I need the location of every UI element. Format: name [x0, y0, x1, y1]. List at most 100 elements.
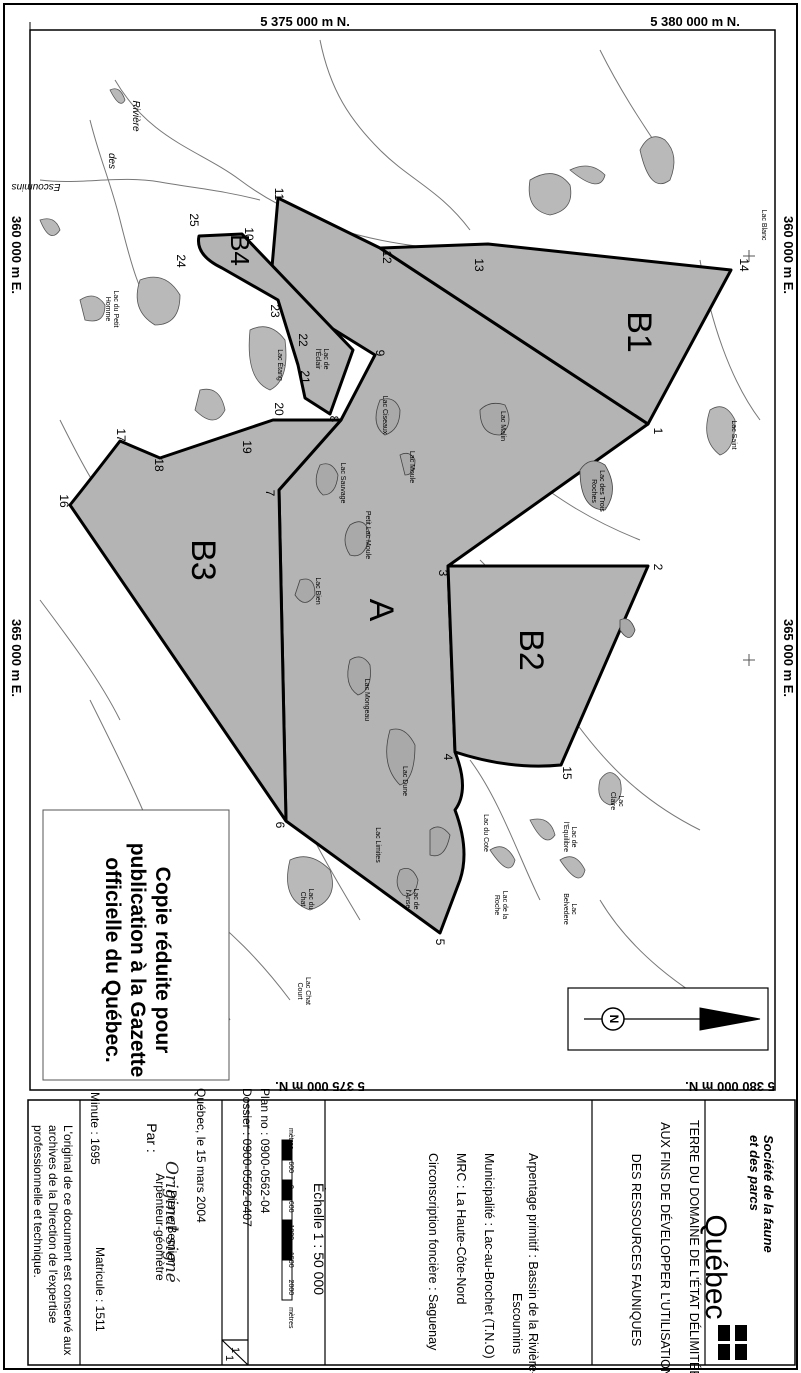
coord-north-bottom-2: 5 380 000 m N. [685, 1079, 775, 1094]
municipalite-text: Municipalité : Lac-au-Brochet (T.N.O) [482, 1153, 496, 1359]
circonscription-text: Circonscription foncière : Saguenay [426, 1153, 440, 1351]
scale-tick-4: 1500 [287, 1252, 294, 1268]
lake-label-eclair: Lac de l'Éclair [314, 348, 329, 370]
zone-b2-polygon [446, 564, 650, 768]
coord-north-bottom-1: 5 375 000 m N. [275, 1079, 365, 1094]
zone-b1-polygon [378, 242, 733, 426]
vertex-label-4: 4 [441, 753, 455, 761]
lake-label-limites: Lac Limites [374, 827, 381, 863]
lake-label-equilibre: Lac de l'Equilibre [562, 821, 577, 853]
lake-label-ciseaux: Lac Ciseaux [381, 395, 388, 435]
lake-label-roche: Lac de la Roche [493, 890, 508, 920]
vertex-label-23: 23 [268, 304, 282, 318]
vertex-label-17: 17 [114, 428, 128, 442]
scale-ticks: mètres 600 0 600 1000 1500 2000 mètres [282, 1128, 294, 1328]
plan-date: Québec, le 15 mars 2004 [194, 1088, 208, 1223]
plan-title-line-1: TERRE DU DOMAINE DE L'ÉTAT DÉLIMITÉES [687, 1120, 701, 1373]
zone-a-polygon [268, 196, 650, 935]
lake-label-chat-court: Lac Chat Court [296, 976, 311, 1006]
coord-east-right-1: 360 000 m E. [781, 215, 796, 295]
coord-east-left-1: 360 000 m E. [9, 215, 24, 295]
river-label-des: des [106, 152, 117, 170]
scale-bar [281, 1139, 293, 1301]
lake-label-trois-roches: Lac des Trois Roches [590, 470, 605, 512]
mrc-text: MRC : La Haute-Côte-Nord [454, 1153, 468, 1305]
lake-label-mongeau: Lac Mongeau [363, 678, 370, 722]
zone-lakes [294, 398, 636, 897]
scale-tick-5: 2000 mètres [287, 1279, 294, 1329]
lake-label-chat: Lac du Chat [299, 888, 314, 910]
lake-label-bien: Lac Bien [314, 577, 321, 605]
lake-label-petit-homme: Lac du Petit Homme [104, 290, 119, 328]
plan-title: TERRE DU DOMAINE DE L'ÉTAT DÉLIMITÉES AU… [608, 1120, 708, 1373]
vertex-label-1: 1 [651, 427, 665, 435]
coord-east-left-2: 365 000 m E. [9, 618, 24, 698]
vertex-label-13: 13 [472, 258, 486, 272]
lake-label-etang: Lac Étang [276, 349, 283, 381]
vertex-label-11: 11 [272, 187, 286, 201]
sheet-total: 1 [223, 1354, 235, 1362]
vertex-label-19: 19 [240, 440, 254, 454]
title-block-frame [27, 1099, 796, 1366]
lake-label-cote: Lac du Cote [482, 814, 489, 852]
scale-label: Échelle 1 : 50 000 [311, 1182, 327, 1296]
vertex-label-6: 6 [273, 821, 287, 829]
vertex-label-5: 5 [433, 938, 447, 946]
vertex-label-25: 25 [187, 213, 201, 227]
footer-line-3: professionnelle et technique. [31, 1125, 45, 1278]
lake-label-sauvage: Lac Sauvage [339, 462, 346, 504]
surveyor-title: Arpenteur-géomètre [153, 1173, 167, 1281]
vertex-label-7: 7 [263, 489, 277, 497]
vertex-label-16: 16 [57, 494, 71, 508]
quebec-flag-icon [718, 1325, 747, 1360]
lake-label-malin: Lac Malin [499, 411, 506, 441]
zone-b4-polygon [196, 232, 355, 416]
lake-label-moule: Lac Moule [408, 450, 415, 484]
scale-tick-3: 1000 [287, 1224, 294, 1241]
survey-info: Arpentage primitif : Bassin de la Rivièr… [371, 1153, 541, 1373]
zones [68, 196, 733, 935]
org-line-2: et des parcs [747, 1135, 762, 1211]
lake-label-saint: Lac Saint [730, 420, 737, 450]
vertex-label-2: 2 [651, 563, 665, 571]
vertex-label-20: 20 [272, 402, 286, 416]
vertex-label-9: 9 [373, 349, 387, 357]
scale-tick-0: mètres 600 [287, 1128, 294, 1174]
org-name-block: Société de la faune et des parcs [745, 1135, 776, 1275]
footer-line-2: archives de la Direction de l'expertise [46, 1125, 60, 1324]
coord-east-right-2: 365 000 m E. [781, 618, 796, 698]
archive-footer: L'original de ce document est conservé a… [25, 1125, 75, 1373]
notice-line-2: publication à la Gazette [126, 842, 149, 1078]
lake-label-belvedere: Lac Belvedere [562, 893, 577, 925]
footer-line-1: L'original de ce document est conservé a… [61, 1125, 75, 1356]
surveyor-name: Pierre Bernier [165, 1189, 179, 1265]
north-arrow [567, 987, 769, 1051]
vertex-label-22: 22 [296, 333, 310, 347]
arpentage-line-1: Arpentage primitif : Bassin de la Rivièr… [526, 1153, 540, 1373]
outside-lakes [39, 88, 736, 911]
zone-label-b1: B1 [620, 311, 658, 353]
river-label-riviere: Rivière [130, 100, 141, 132]
reduced-copy-notice: Copie réduite pour publication à la Gaze… [95, 820, 175, 1100]
title-block-lines [79, 1100, 706, 1366]
outer-frame [3, 3, 798, 1370]
dossier-number: Dossier : 0900-0562-6407 [240, 1088, 254, 1227]
plan-number: Plan no : 0900-0562-04 [258, 1088, 272, 1214]
lake-label-claire: Lac Claire [609, 791, 624, 811]
scale-tick-1: 0 [287, 1184, 294, 1189]
coord-north-top-1: 5 375 000 m N. [260, 14, 350, 29]
river-label-escoumins: Escoumins [11, 181, 61, 192]
vertex-label-12: 12 [380, 250, 394, 264]
lake-label-anse: Lac de l'Anse [404, 888, 419, 910]
lake-label-dune: Lac Dune [401, 766, 408, 796]
plan-title-line-3: DES RESSOURCES FAUNIQUES [629, 1153, 643, 1347]
zone-label-a: A [362, 598, 400, 622]
notice-line-1: Copie réduite pour [151, 866, 174, 1054]
vertex-label-15: 15 [560, 766, 574, 780]
vertex-label-3: 3 [436, 569, 450, 577]
lake-label-petit-lac-moule: Petit Lac Moule [364, 510, 371, 560]
coord-north-top-2: 5 380 000 m N. [650, 14, 740, 29]
vertex-label-8: 8 [327, 415, 341, 423]
vertex-label-24: 24 [174, 254, 188, 268]
notice-line-3: officielle du Québec. [101, 857, 124, 1063]
